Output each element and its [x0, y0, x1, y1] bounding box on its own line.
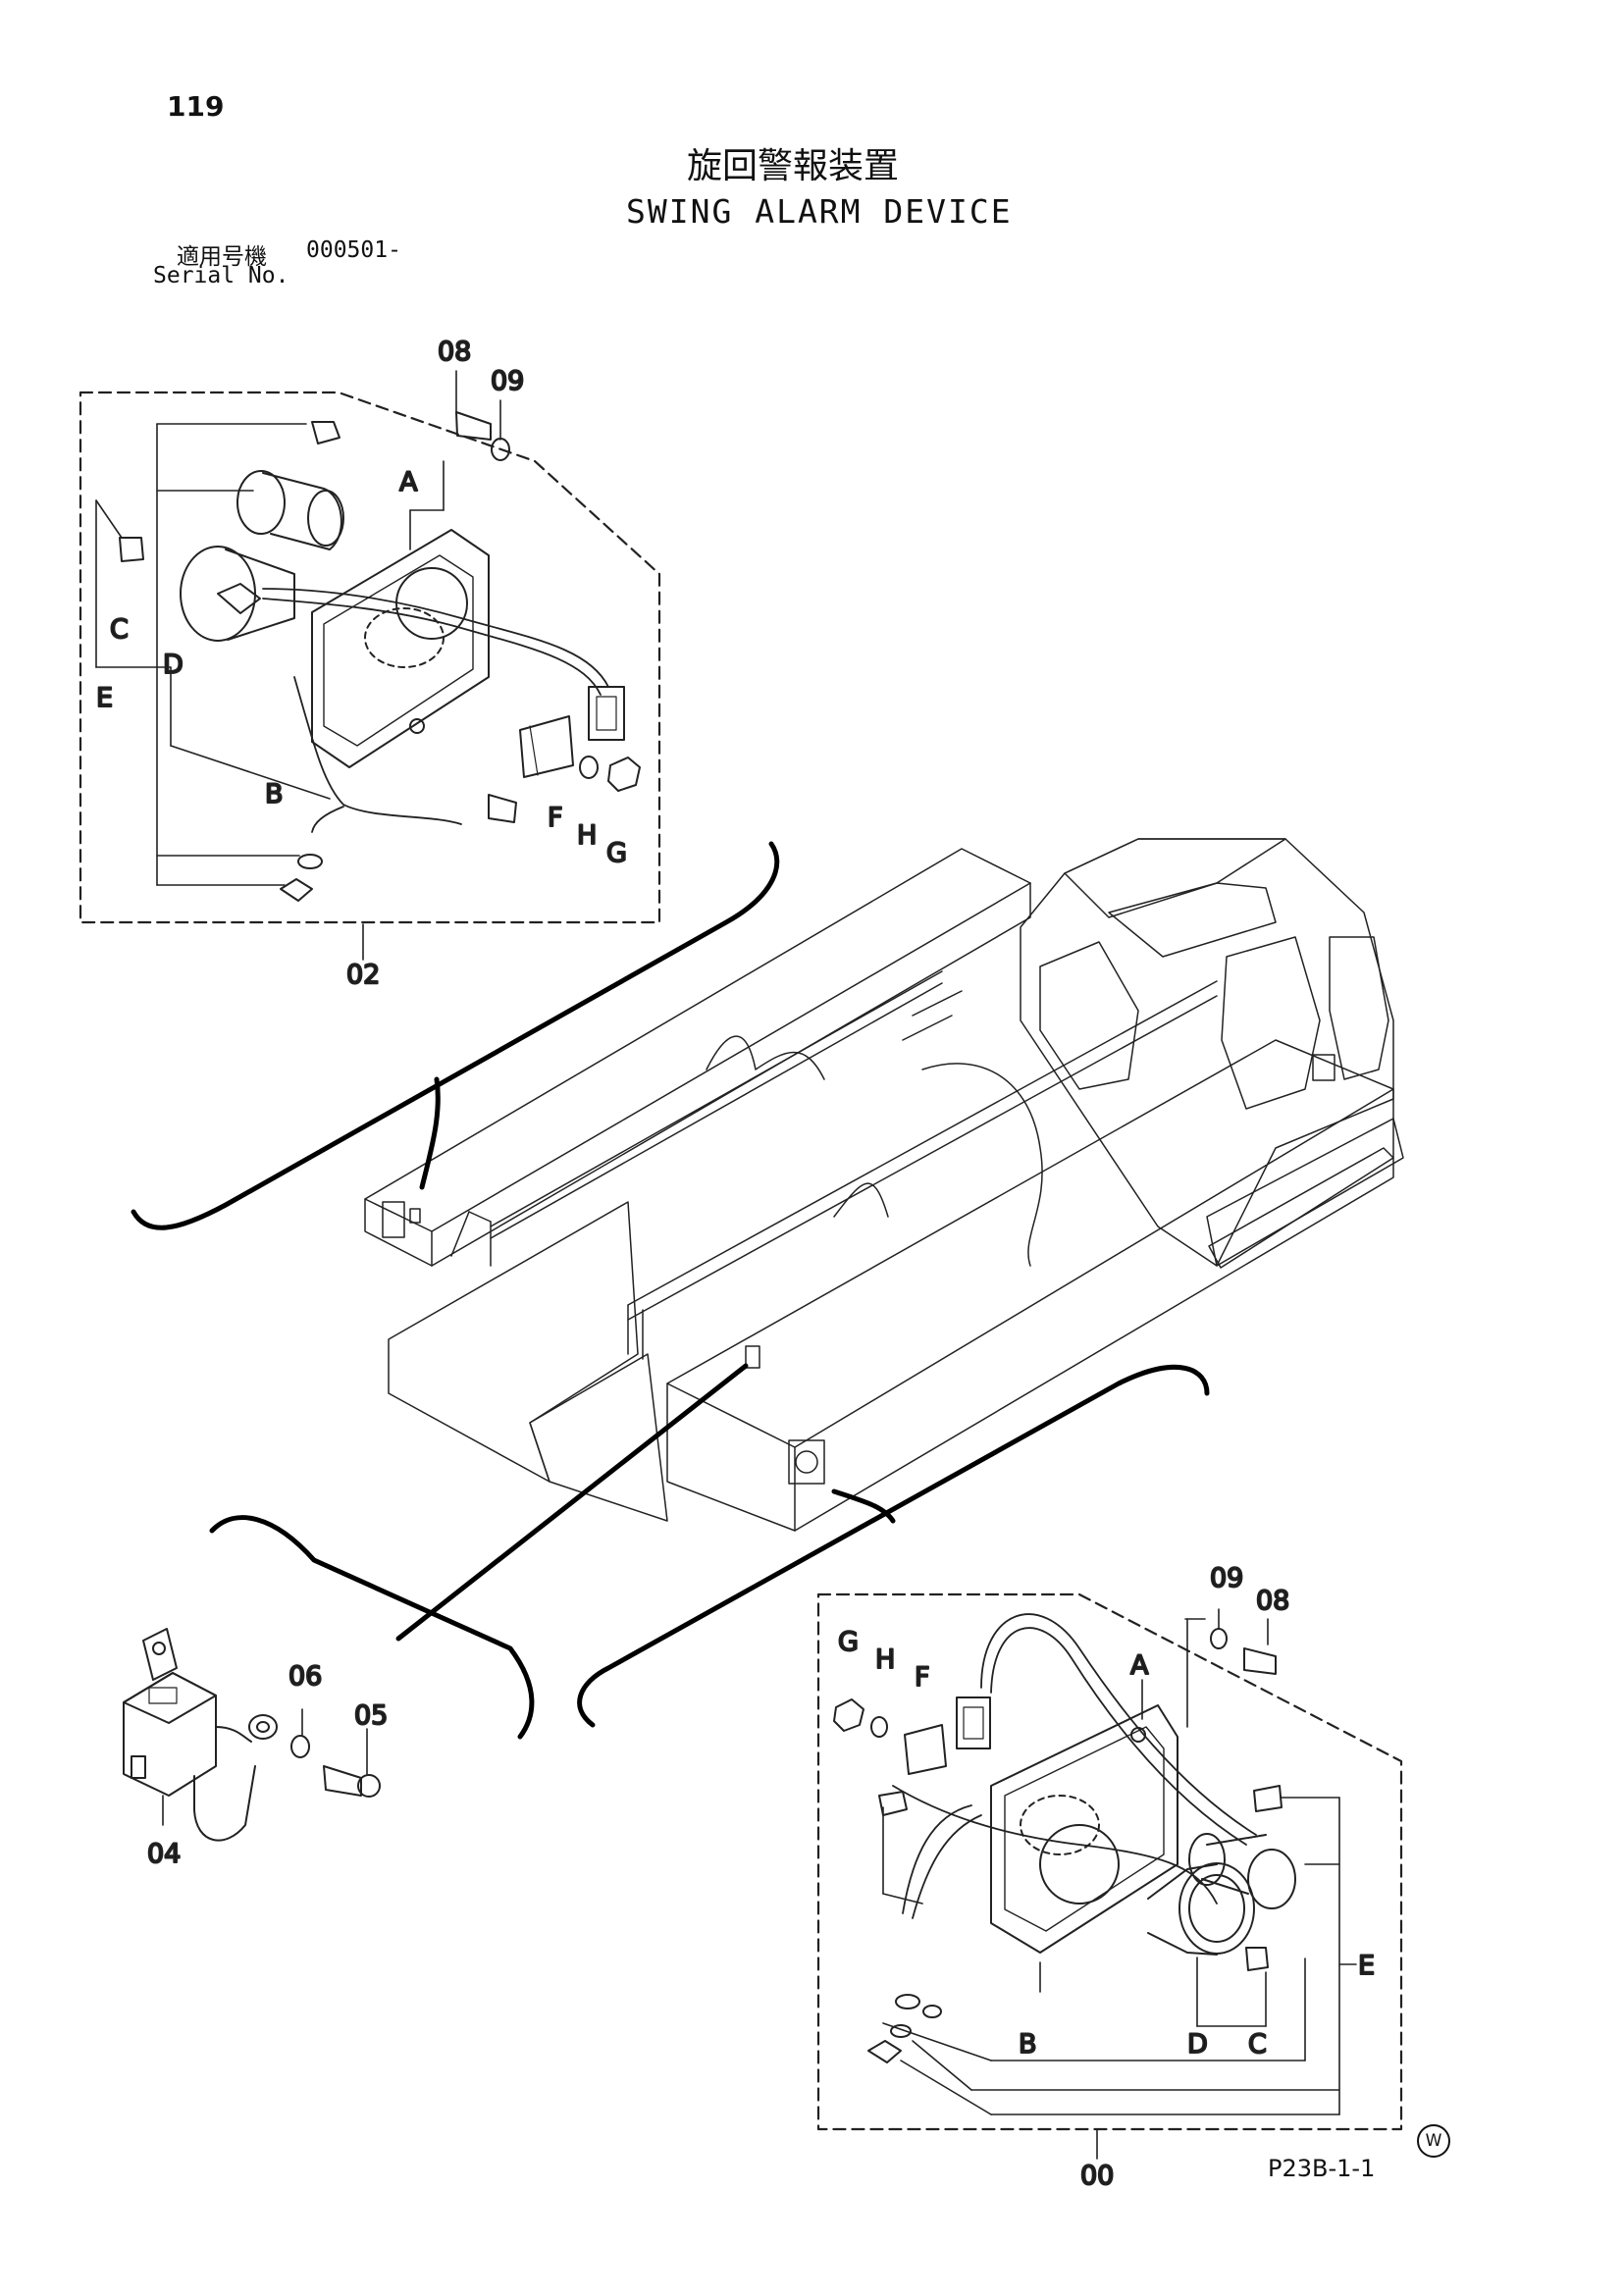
serial-value: 000501- — [306, 237, 401, 263]
serial-label-japanese: 適用号機 — [177, 244, 267, 270]
upper-connector — [588, 686, 625, 741]
upper-callout-b: B — [265, 779, 284, 809]
upper-callout-d: D — [163, 650, 183, 680]
upper-callout-h: H — [577, 820, 597, 851]
lower-callout-b: B — [1019, 2029, 1037, 2060]
upper-assembly — [79, 370, 661, 961]
page-code: P23B-1-1 — [1268, 2155, 1376, 2182]
upper-dashed-border — [79, 391, 661, 924]
upper-callout-08: 08 — [438, 337, 471, 367]
page-number: 119 — [167, 90, 225, 123]
buzzer-callout-06: 06 — [288, 1661, 322, 1692]
upper-horn — [180, 470, 344, 642]
lower-callout-09: 09 — [1210, 1563, 1243, 1593]
lower-callout-a: A — [1130, 1650, 1149, 1681]
upper-bracket-f — [519, 715, 574, 778]
manufacturer-mark: W — [1417, 2124, 1450, 2158]
lower-dashed-border — [816, 1592, 1403, 2131]
lower-assembly — [816, 1592, 1403, 2160]
lower-horn — [1147, 1833, 1296, 1956]
upper-callout-f: F — [548, 803, 563, 833]
upper-callout-02: 02 — [346, 960, 380, 990]
upper-callout-e: E — [96, 683, 113, 713]
title-japanese: 旋回警報装置 — [687, 146, 900, 186]
lower-callout-08: 08 — [1256, 1586, 1289, 1616]
lower-callout-d: D — [1187, 2029, 1208, 2060]
lower-callout-e: E — [1358, 1951, 1375, 1981]
serial-label-english: Serial No. — [153, 263, 289, 288]
lower-plate-a — [990, 1704, 1178, 1954]
upper-callout-a: A — [399, 467, 418, 497]
lower-hardware — [833, 1628, 1283, 2063]
buzzer-assembly — [123, 1628, 381, 1842]
upper-wiring — [262, 588, 609, 833]
upper-callout-09: 09 — [491, 366, 524, 396]
lower-callout-h: H — [875, 1644, 895, 1675]
upper-leaders — [95, 370, 501, 961]
lower-connector — [956, 1696, 991, 1749]
title-english: SWING ALARM DEVICE — [626, 192, 1013, 231]
buzzer-callout-05: 05 — [354, 1700, 388, 1731]
upper-callout-g: G — [606, 838, 627, 868]
lower-wiring — [892, 1613, 1257, 1919]
lower-callout-f: F — [915, 1662, 930, 1693]
machine-body — [364, 838, 1404, 1532]
lower-callout-c: C — [1248, 2029, 1267, 2060]
lower-bracket-f — [904, 1724, 947, 1775]
buzzer-callout-04: 04 — [147, 1839, 181, 1869]
lower-leaders — [882, 1608, 1357, 2160]
callout-arcs — [131, 841, 1210, 1740]
upper-plate-a — [311, 529, 490, 768]
lower-callout-00: 00 — [1080, 2161, 1114, 2191]
lower-callout-g: G — [838, 1627, 859, 1657]
upper-callout-c: C — [110, 614, 129, 645]
